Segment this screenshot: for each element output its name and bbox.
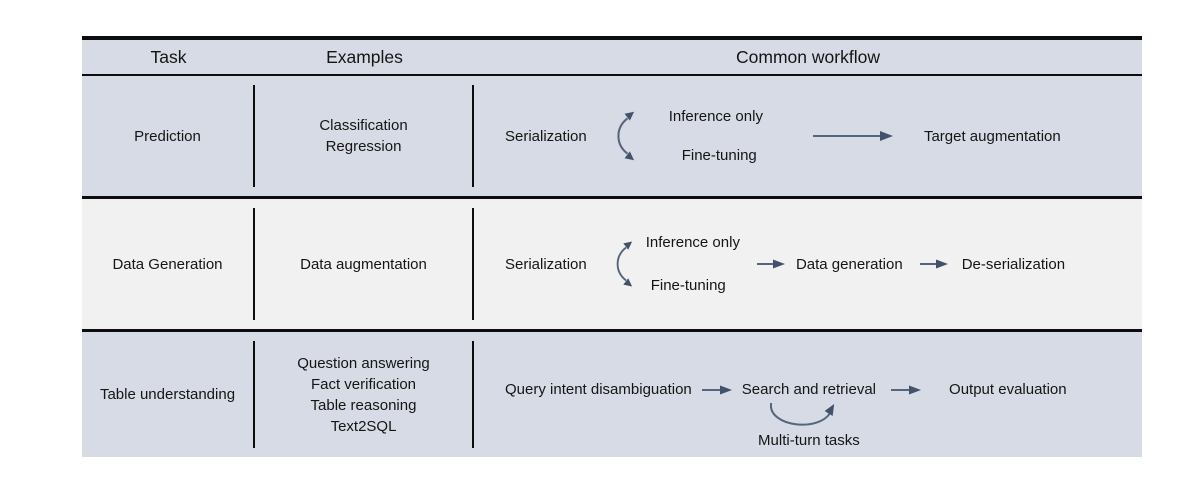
loop-arrow-icon xyxy=(769,402,834,426)
workflow-step: Search and retrieval xyxy=(741,381,877,398)
branch-arrow-icon xyxy=(617,111,634,161)
workflow-step: De-serialization xyxy=(961,255,1066,273)
example-item: Question answering xyxy=(297,354,430,372)
table-row-table-understanding: Table understanding Question answering F… xyxy=(82,332,1142,457)
flow-arrow-icon xyxy=(891,385,922,394)
examples-cell: Data augmentation xyxy=(255,199,472,329)
header-common-workflow: Common workflow xyxy=(736,46,880,67)
examples-cell: Question answering Fact verification Tab… xyxy=(255,332,472,457)
header-examples: Examples xyxy=(326,46,403,67)
workflow-step: Query intent disambiguation xyxy=(505,381,692,398)
workflow-step: Target augmentation xyxy=(923,127,1061,145)
column-divider xyxy=(472,85,474,187)
branch-arrow-icon xyxy=(616,241,632,287)
workflow-cell: Serialization Inference only Fine-tuning… xyxy=(474,76,1142,196)
table-row-data-generation: Data Generation Data augmentation Serial… xyxy=(82,199,1142,332)
example-item: Classification xyxy=(319,117,408,134)
workflow-option: Fine-tuning xyxy=(650,277,726,294)
example-item: Fact verification xyxy=(310,375,417,393)
example-item: Regression xyxy=(325,138,402,155)
loop-label: Multi-turn tasks xyxy=(758,432,860,449)
task-label: Prediction xyxy=(134,127,201,145)
branch-options: Inference only Fine-tuning xyxy=(669,108,763,164)
example-item: Data augmentation xyxy=(300,255,427,273)
table-header-row: Task Examples Common workflow xyxy=(82,40,1142,76)
workflow-step: Output evaluation xyxy=(949,381,1067,398)
flow-arrow-icon xyxy=(812,131,893,141)
task-label: Data Generation xyxy=(112,255,223,273)
column-divider xyxy=(253,341,255,448)
workflow-option: Inference only xyxy=(645,234,740,251)
workflow-option: Inference only xyxy=(668,108,763,125)
table-row-prediction: Prediction Classification Regression Ser… xyxy=(82,76,1142,199)
workflow-step: Serialization xyxy=(505,127,587,145)
workflow-step-search: Search and retrieval Multi-turn tasks xyxy=(741,381,877,449)
column-divider xyxy=(472,341,474,448)
column-divider xyxy=(253,85,255,187)
task-workflow-table: Task Examples Common workflow Prediction… xyxy=(82,36,1142,457)
workflow-option: Fine-tuning xyxy=(681,147,757,164)
task-label: Table understanding xyxy=(99,386,236,403)
workflow-cell: Query intent disambiguation Search and r… xyxy=(474,332,1142,457)
multi-turn-loop: Multi-turn tasks xyxy=(758,401,860,449)
workflow-step: Serialization xyxy=(505,255,587,273)
branch-options: Inference only Fine-tuning xyxy=(646,234,740,294)
flow-arrow-icon xyxy=(756,259,785,269)
examples-cell: Classification Regression xyxy=(255,76,472,196)
example-item: Table reasoning xyxy=(310,396,417,414)
workflow-step: Data generation xyxy=(795,255,903,273)
example-item: Text2SQL xyxy=(330,417,397,435)
workflow-cell: Serialization Inference only Fine-tuning… xyxy=(474,199,1142,329)
flow-arrow-icon xyxy=(919,259,948,269)
flow-arrow-icon xyxy=(701,385,732,394)
column-divider xyxy=(472,208,474,320)
column-divider xyxy=(253,208,255,320)
header-task: Task xyxy=(150,46,187,67)
